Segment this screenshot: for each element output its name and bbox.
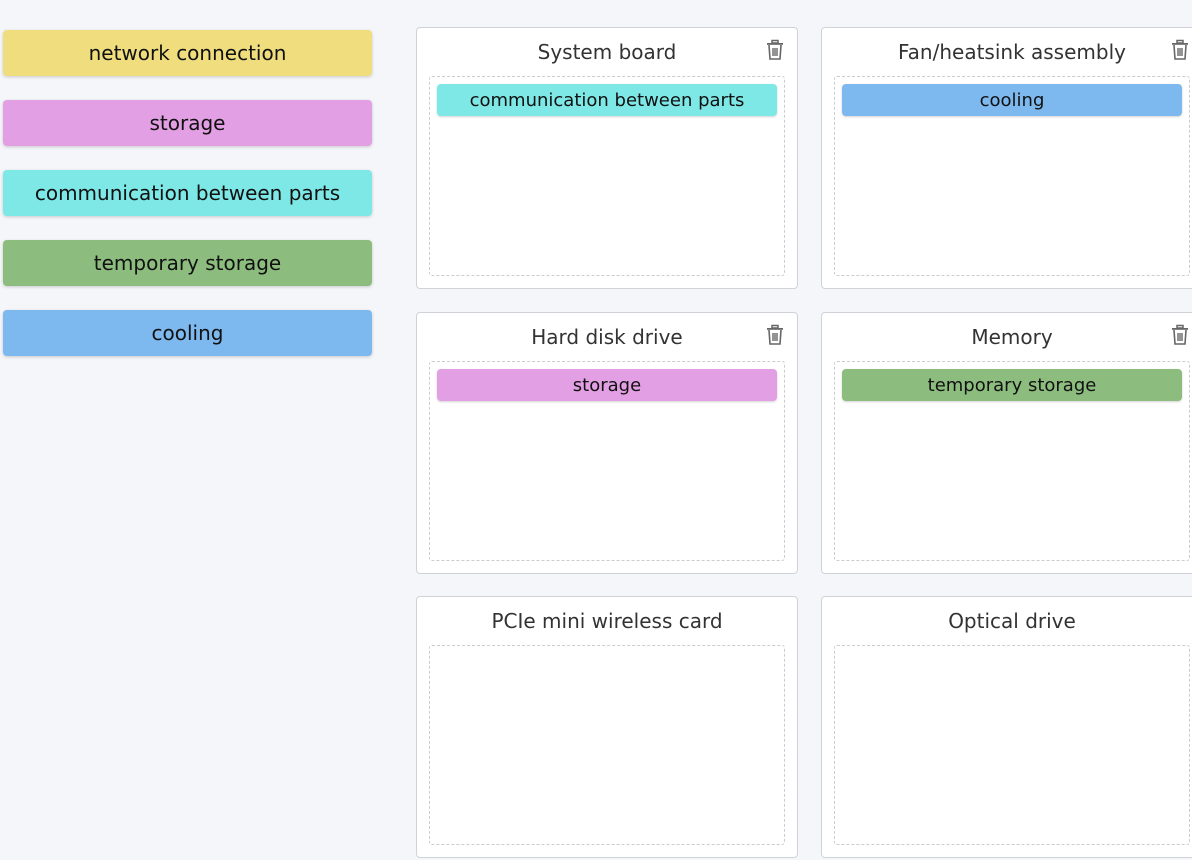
placed-chip-label: communication between parts [469,89,745,111]
chip-label: communication between parts [34,181,341,205]
placed-chip-label: cooling [979,89,1045,111]
chip-label: network connection [88,41,287,65]
trash-icon[interactable] [765,324,785,346]
drop-zone[interactable] [834,645,1190,845]
drop-zone[interactable] [429,645,785,845]
placed-chip-label: storage [572,374,642,396]
card-title: System board [537,40,677,64]
card-header: System board [417,28,797,74]
placed-chip-temporary-storage[interactable]: temporary storage [842,369,1182,401]
trash-icon[interactable] [765,39,785,61]
card-memory: Memory temporary storage [821,312,1192,574]
drop-zone[interactable]: storage [429,361,785,561]
drop-zone[interactable]: cooling [834,76,1190,276]
card-header: Optical drive [822,597,1192,643]
card-optical-drive: Optical drive [821,596,1192,858]
card-title: Optical drive [948,609,1076,633]
drop-zone[interactable]: communication between parts [429,76,785,276]
chip-temporary-storage[interactable]: temporary storage [3,240,372,286]
card-title: PCIe mini wireless card [491,609,723,633]
trash-icon[interactable] [1170,39,1190,61]
card-title: Hard disk drive [531,325,683,349]
chip-label: storage [149,111,226,135]
chip-communication-between-parts[interactable]: communication between parts [3,170,372,216]
drop-zone[interactable]: temporary storage [834,361,1190,561]
chip-label: cooling [151,321,224,345]
card-header: PCIe mini wireless card [417,597,797,643]
card-hard-disk-drive: Hard disk drive storage [416,312,798,574]
chip-network-connection[interactable]: network connection [3,30,372,76]
chip-label: temporary storage [93,251,282,275]
answer-palette: network connection storage communication… [3,30,372,380]
placed-chip-cooling[interactable]: cooling [842,84,1182,116]
placed-chip-communication-between-parts[interactable]: communication between parts [437,84,777,116]
chip-cooling[interactable]: cooling [3,310,372,356]
card-system-board: System board communication between parts [416,27,798,289]
card-title: Fan/heatsink assembly [898,40,1126,64]
chip-storage[interactable]: storage [3,100,372,146]
card-header: Hard disk drive [417,313,797,359]
card-fan-heatsink-assembly: Fan/heatsink assembly cooling [821,27,1192,289]
card-header: Memory [822,313,1192,359]
placed-chip-storage[interactable]: storage [437,369,777,401]
trash-icon[interactable] [1170,324,1190,346]
card-title: Memory [971,325,1053,349]
placed-chip-label: temporary storage [927,374,1097,396]
card-header: Fan/heatsink assembly [822,28,1192,74]
card-pcie-mini-wireless-card: PCIe mini wireless card [416,596,798,858]
